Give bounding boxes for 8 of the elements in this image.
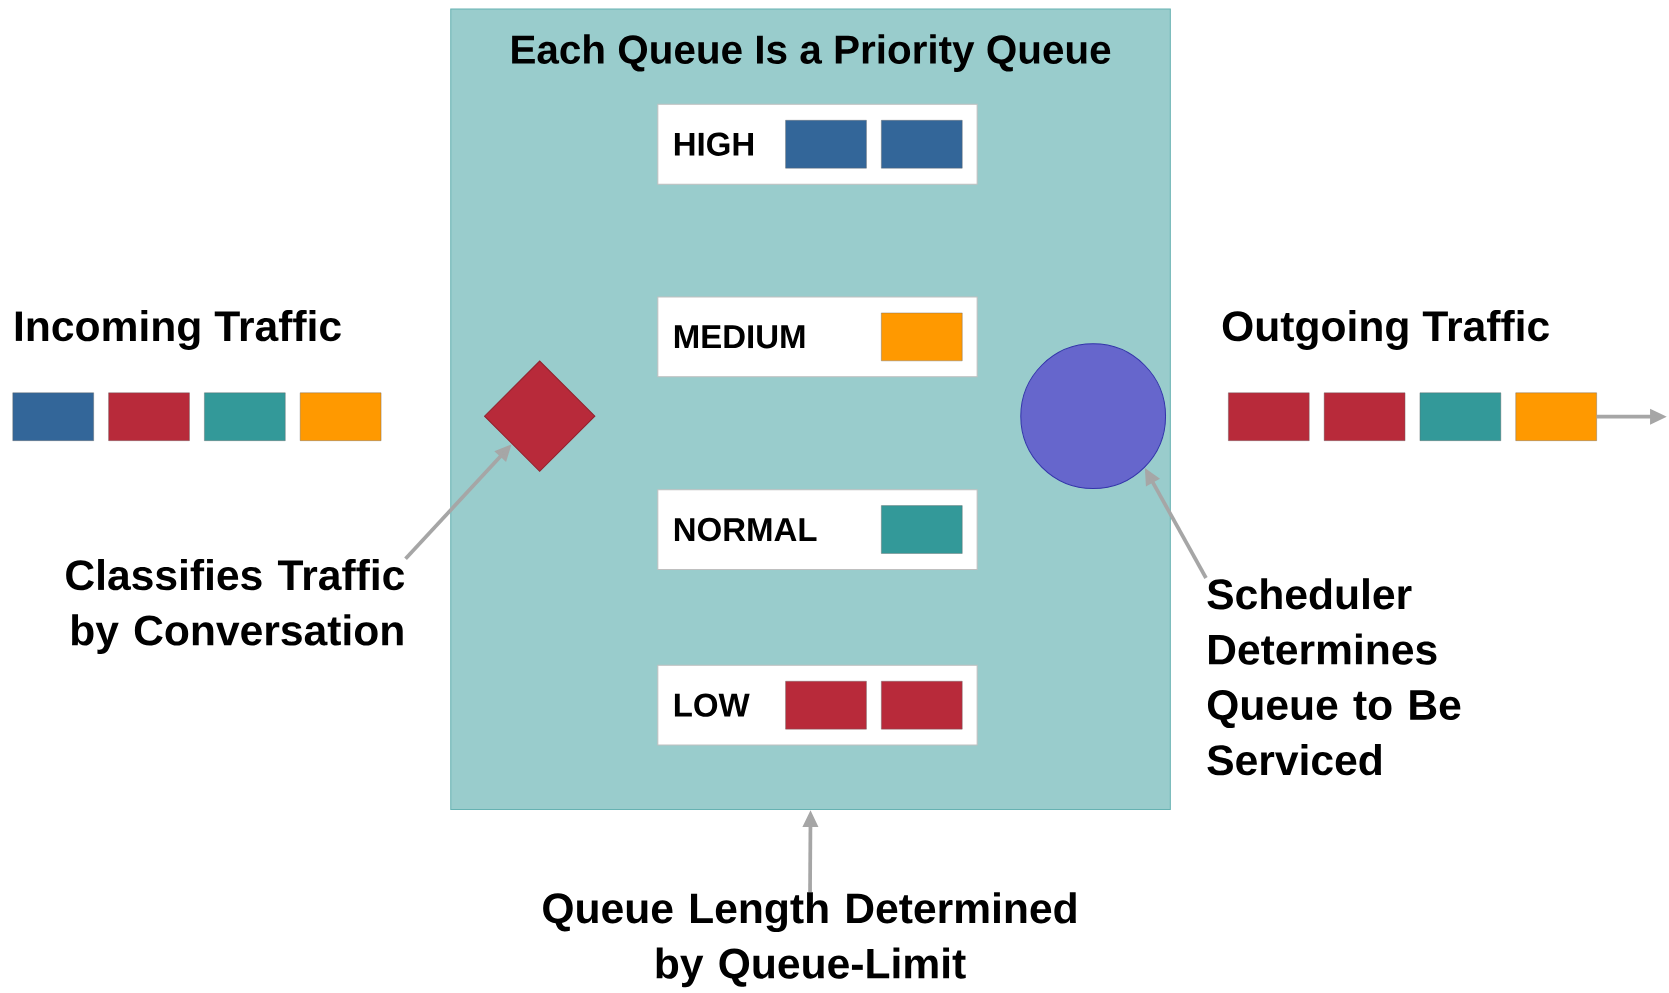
heading: Incoming Traffic (15, 310, 341, 350)
classifier-diamond (484, 360, 596, 472)
packet-icon (1515, 392, 1597, 441)
annotation: Queue Length Determined by Queue-Limit (543, 892, 1076, 988)
scheduler-circle (1020, 343, 1167, 490)
annotation: Scheduler Determines Queue to Be Serviced (1207, 578, 1461, 776)
heading: Outgoing Traffic (1222, 310, 1549, 350)
annotation: Classifies Traffic by Conversation (66, 559, 405, 654)
